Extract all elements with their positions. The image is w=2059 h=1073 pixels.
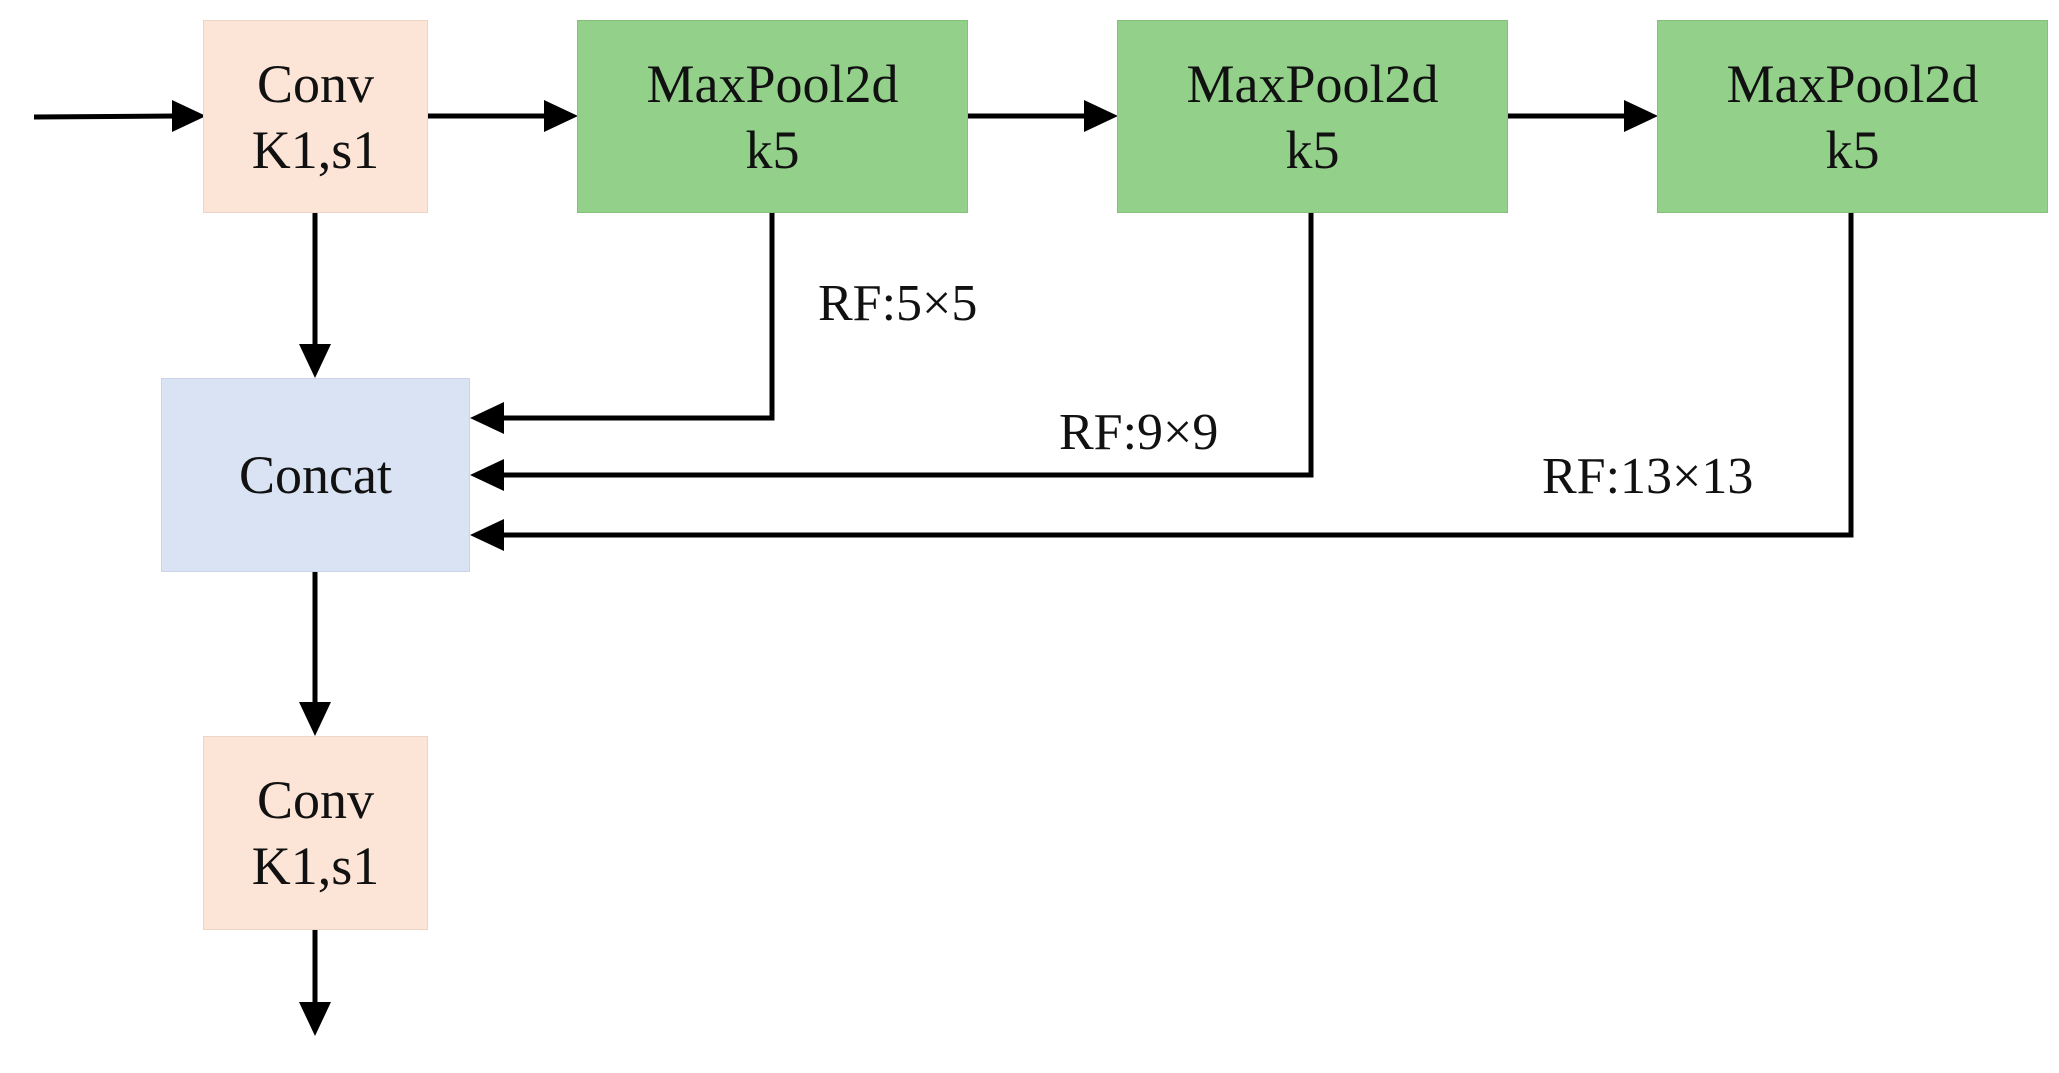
rf-label-13x13: RF:13×13 xyxy=(1542,448,1754,505)
concat-label: Concat xyxy=(239,445,392,505)
arrowhead-pool2-to-pool3 xyxy=(1624,100,1658,132)
arrowhead-pool2-to-concat xyxy=(470,459,504,491)
maxpool-2-kernel: k5 xyxy=(1285,119,1340,180)
arrow-input xyxy=(33,113,177,120)
conv-output-name: Conv xyxy=(256,770,375,830)
maxpool-1-name: MaxPool2d xyxy=(646,53,899,114)
rf-label-5x5: RF:5×5 xyxy=(818,275,978,332)
arrowhead-conv-to-pool1 xyxy=(544,100,578,132)
conv-input-name: Conv xyxy=(256,53,375,114)
rf-label-9x9: RF:9×9 xyxy=(1059,404,1219,461)
arrowhead-output xyxy=(299,1002,331,1036)
maxpool-1-kernel: k5 xyxy=(745,119,800,180)
arrowhead-pool3-to-concat xyxy=(470,519,504,551)
arrow-pool2-to-concat xyxy=(502,213,1314,478)
maxpool-node-1: MaxPool2d k5 xyxy=(577,20,968,213)
arrowhead-pool1-to-pool2 xyxy=(1084,100,1118,132)
maxpool-2-name: MaxPool2d xyxy=(1186,53,1439,114)
arrow-pool3-to-concat xyxy=(502,213,1854,538)
arrow-pool1-to-concat xyxy=(502,213,775,421)
maxpool-node-2: MaxPool2d k5 xyxy=(1117,20,1508,213)
conv-input-params: K1,s1 xyxy=(251,119,380,180)
arrowhead-input xyxy=(172,100,206,132)
conv-output-node: Conv K1,s1 xyxy=(203,736,428,930)
maxpool-3-kernel: k5 xyxy=(1825,119,1880,180)
arrowhead-pool1-to-concat xyxy=(470,402,504,434)
conv-input-node: Conv K1,s1 xyxy=(203,20,428,213)
arrowhead-concat-to-conv xyxy=(299,702,331,736)
maxpool-node-3: MaxPool2d k5 xyxy=(1657,20,2048,213)
arrowhead-conv-to-concat xyxy=(299,344,331,378)
maxpool-3-name: MaxPool2d xyxy=(1726,53,1979,114)
conv-output-params: K1,s1 xyxy=(251,836,380,896)
concat-node: Concat xyxy=(161,378,470,572)
